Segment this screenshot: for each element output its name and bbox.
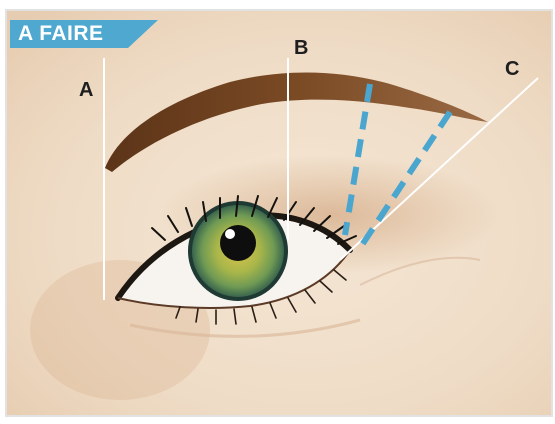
badge-label: A FAIRE <box>10 20 130 48</box>
pupil-highlight <box>225 229 235 239</box>
point-label-b: B <box>294 38 308 58</box>
point-label-a: A <box>79 80 93 100</box>
point-label-c: C <box>505 59 519 79</box>
pupil <box>220 225 256 261</box>
